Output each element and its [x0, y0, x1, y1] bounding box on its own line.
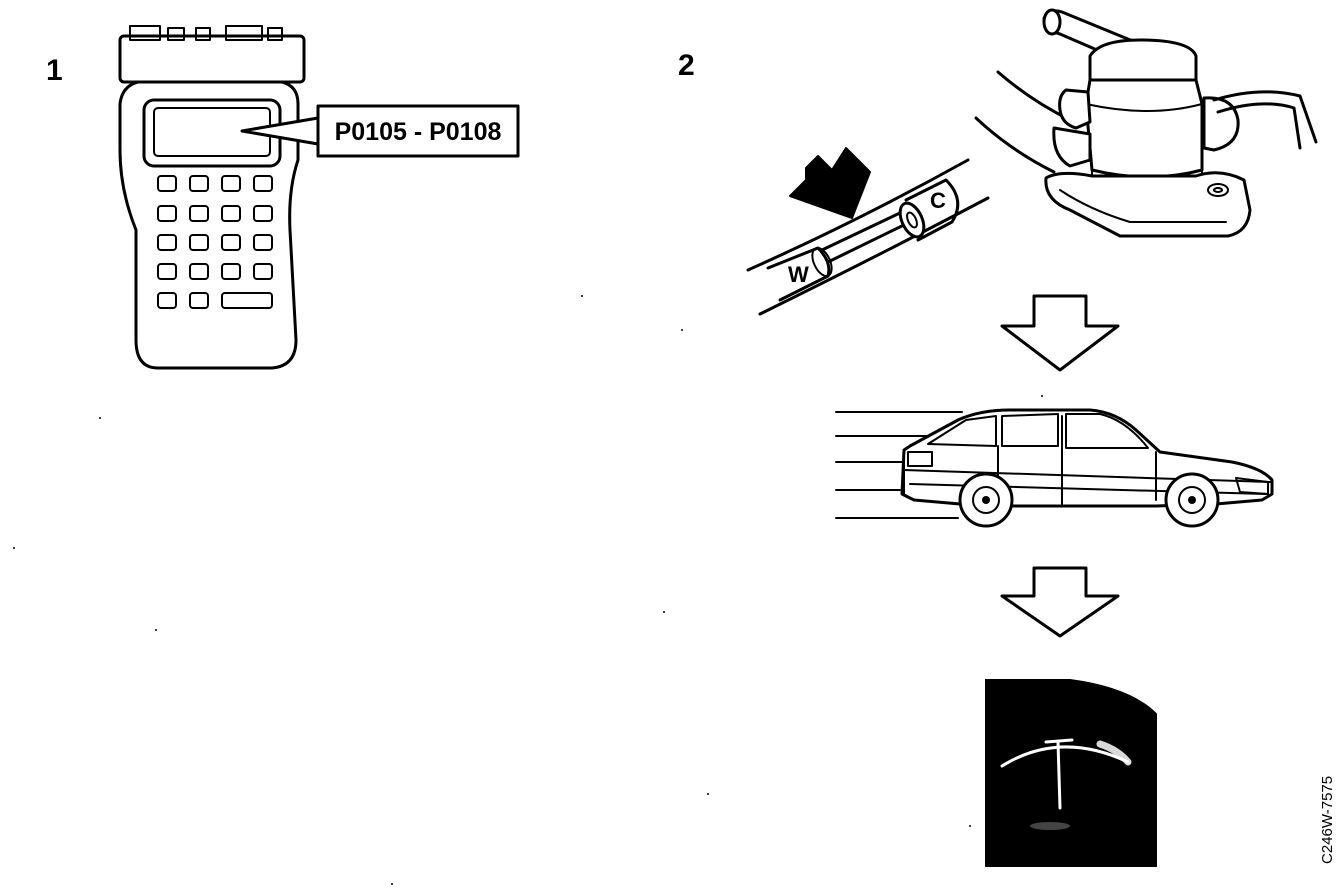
gauge-icon — [985, 679, 1157, 867]
step-2-number: 2 — [678, 49, 695, 82]
scan-specks — [13, 295, 1043, 885]
step-1-number: 1 — [46, 54, 63, 87]
press-arrow-icon — [789, 147, 871, 219]
wire-w-label: W — [788, 262, 809, 287]
wire-c-label: C — [930, 188, 946, 213]
down-arrow-icon — [1000, 294, 1120, 372]
car-icon — [835, 408, 1274, 528]
down-arrow-icon-2 — [1000, 566, 1120, 638]
wiring-harness: W C — [746, 147, 990, 316]
wire-c-connector — [904, 178, 960, 242]
scan-tool-icon — [118, 25, 320, 370]
dtc-code-range: P0105 - P0108 — [335, 118, 502, 146]
figure-reference-code: C246W-7575 — [1319, 776, 1336, 864]
gauge-needle — [1056, 740, 1062, 810]
dtc-callout: P0105 - P0108 — [316, 104, 520, 158]
map-sensor-icon — [974, 8, 1318, 238]
